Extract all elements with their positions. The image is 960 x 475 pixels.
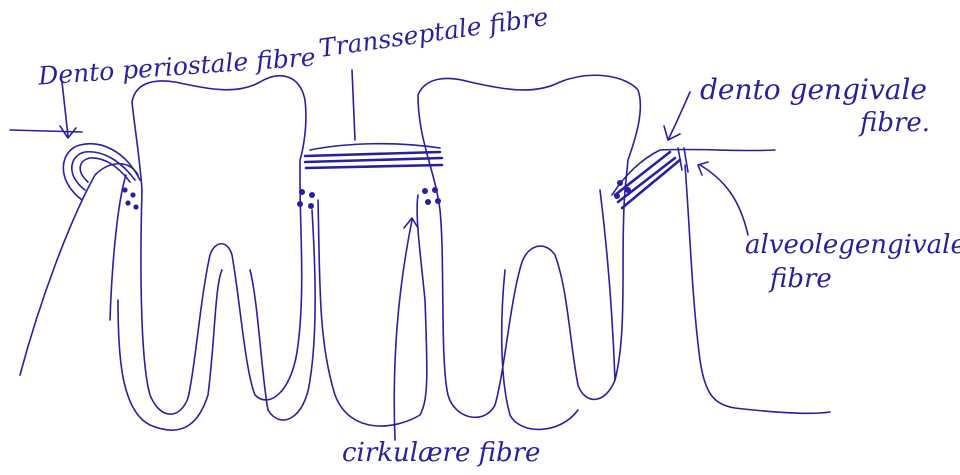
label-dento-gengivale-line2: fibre. [860, 110, 930, 136]
label-dento-gengivale-line1: dento gengivale [700, 76, 927, 104]
label-alveole-gengivale-line1: alveolegengivale [745, 232, 960, 258]
transseptal-fibre-2 [305, 158, 442, 162]
tooth-2-outline [418, 75, 640, 417]
left-periosteum-loop-inner [72, 152, 135, 190]
alveolo-gingival-fibre-1 [678, 148, 682, 170]
arrow-alveole-gengivale [698, 162, 748, 235]
arrow-dento-periostale [10, 82, 82, 138]
transseptal-fibre-3 [306, 165, 442, 168]
left-periosteum-loop-mid [80, 158, 130, 182]
transseptal-fibre-1 [305, 152, 440, 156]
bone-socket-2 [318, 190, 615, 429]
left-gingiva-outline [20, 164, 138, 375]
arrow-transseptale [352, 70, 355, 140]
arrow-cirkulaere [394, 218, 418, 440]
transseptal-fibre-4 [310, 144, 440, 150]
label-alveole-gengivale-line2: fibre [770, 266, 832, 292]
label-cirkulaere: cirkulære fibre [342, 440, 540, 466]
bone-dots-left [122, 187, 138, 209]
arrow-dento-gengivale [664, 92, 690, 140]
tooth-1-outline [132, 76, 306, 414]
